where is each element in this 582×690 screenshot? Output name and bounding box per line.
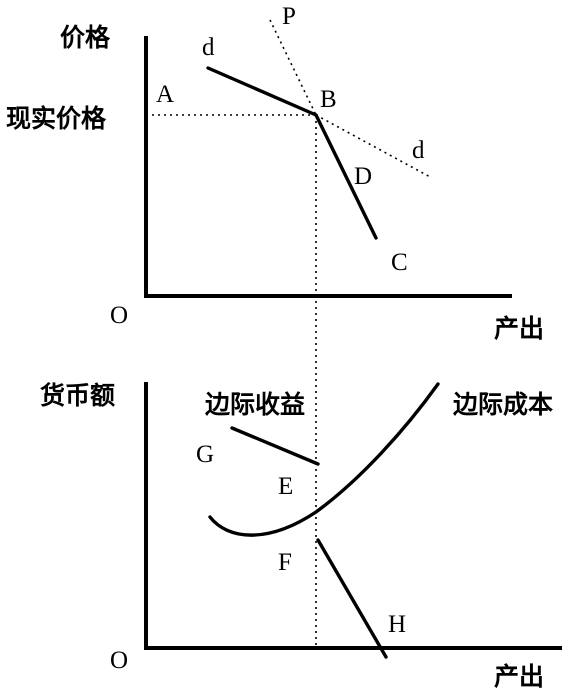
top-y-axis-label: 价格 <box>60 23 111 52</box>
demand-upper-segment <box>206 66 318 117</box>
bottom-panel: 货币额 边际收益 边际成本 O 产出 E F G H <box>40 381 562 690</box>
marginal-revenue-lower-segment <box>316 538 388 659</box>
bottom-y-axis-label: 货币额 <box>40 381 115 410</box>
top-origin-label: O <box>110 302 128 329</box>
point-b-label: B <box>320 86 337 113</box>
point-d-label: D <box>354 163 372 190</box>
point-h-label: H <box>388 611 406 638</box>
p-dotted-extension <box>269 19 317 116</box>
point-f-label: F <box>278 549 292 576</box>
actual-price-label: 现实价格 <box>6 104 107 133</box>
marginal-revenue-label: 边际收益 <box>205 390 305 419</box>
dd-dotted-extension <box>315 114 433 179</box>
demand-lower-segment <box>314 113 378 240</box>
marginal-cost-label: 边际成本 <box>453 390 553 419</box>
top-panel: 价格 现实价格 O 产出 A B C D P d d <box>6 3 544 648</box>
point-c-label: C <box>391 249 408 276</box>
demand-d-lower-label: d <box>412 137 425 164</box>
point-p-label: P <box>282 3 296 30</box>
point-a-label: A <box>156 81 174 108</box>
marginal-revenue-upper-segment <box>230 426 320 466</box>
point-e-label: E <box>278 473 293 500</box>
top-x-axis-label: 产出 <box>494 314 544 343</box>
point-g-label: G <box>196 441 214 468</box>
bottom-x-axis-label: 产出 <box>494 662 544 690</box>
bottom-origin-label: O <box>110 647 128 674</box>
demand-d-upper-label: d <box>202 34 215 61</box>
marginal-cost-curve <box>208 382 440 537</box>
